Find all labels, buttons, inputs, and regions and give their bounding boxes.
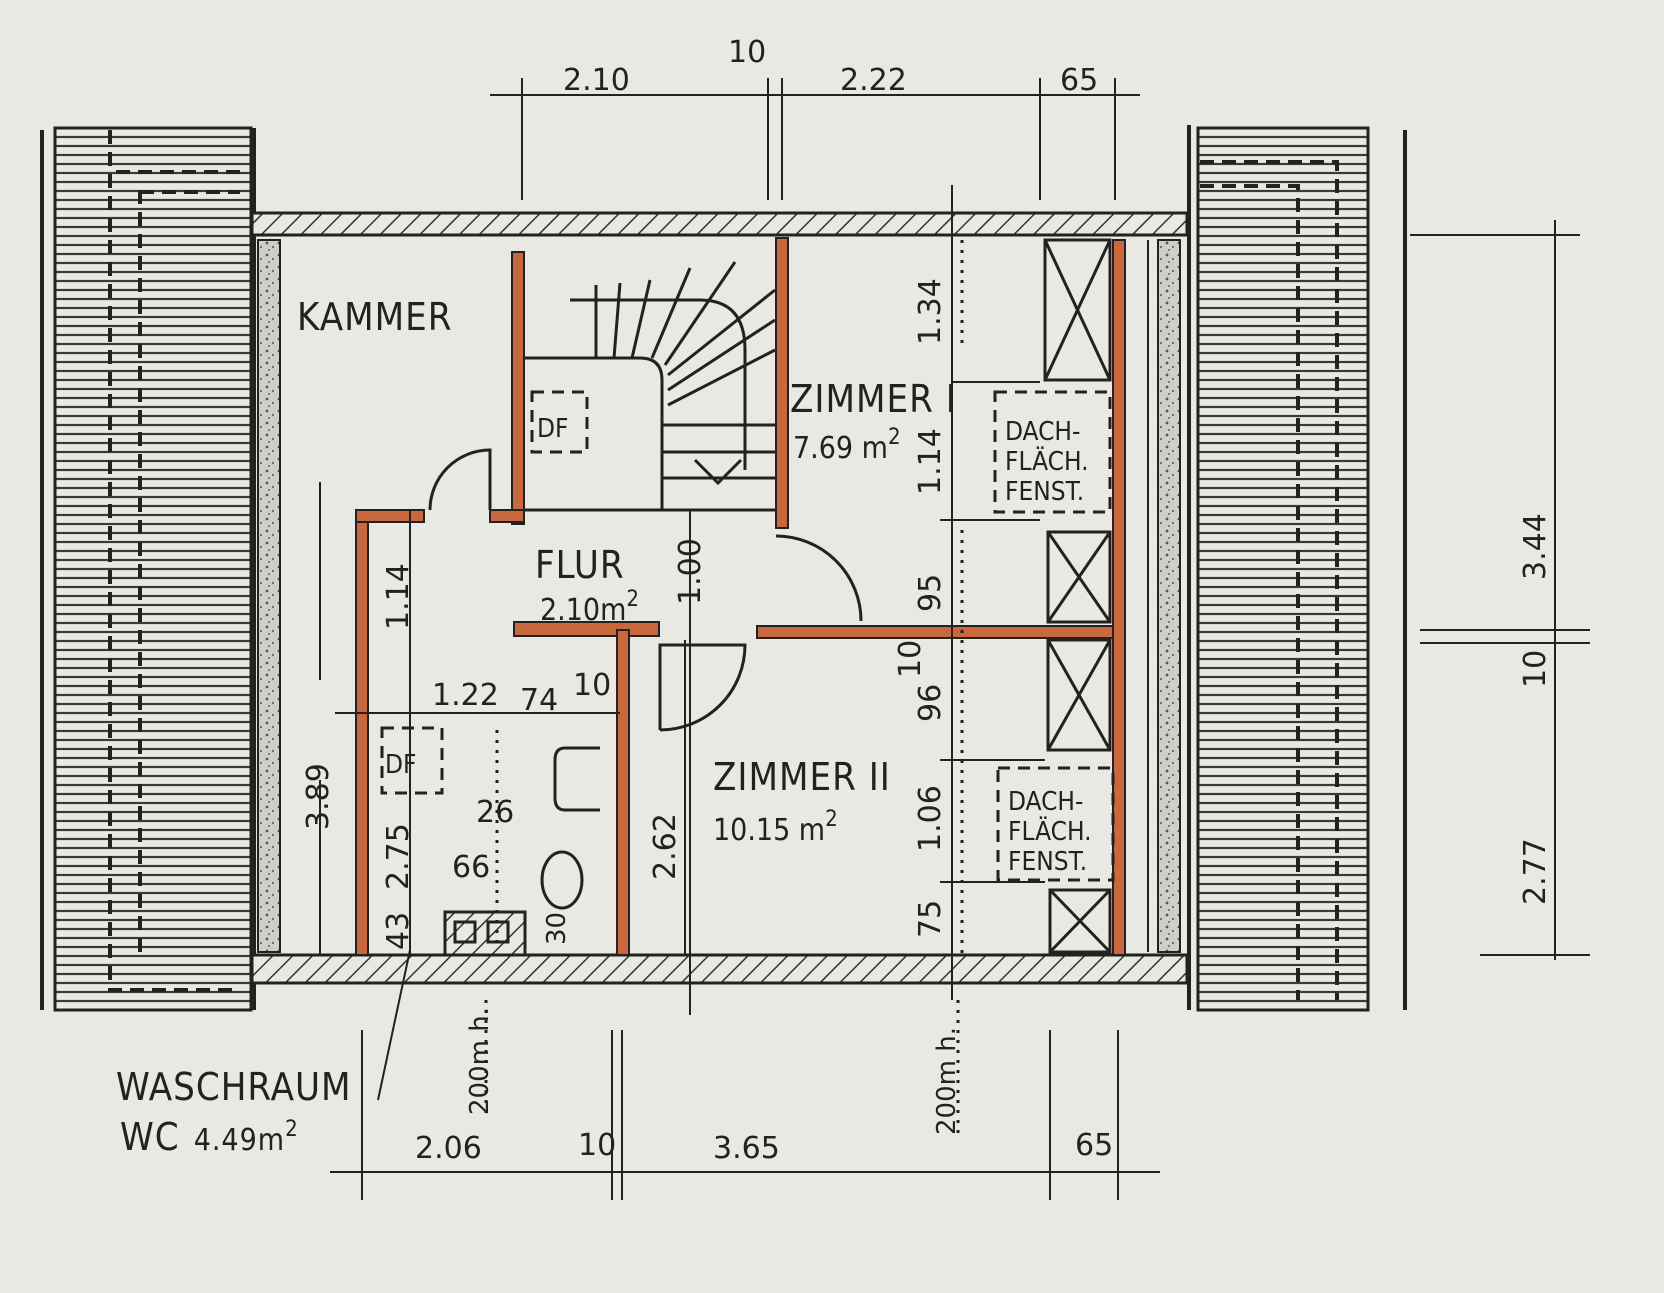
room-area-zimmer-1: 7.69 m2 — [793, 425, 901, 466]
dim-zcol-4: 10 — [893, 640, 928, 678]
dim-bottom-3: 3.65 — [713, 1131, 780, 1166]
dim-wc-fixture-2: 66 — [452, 850, 490, 885]
dim-right-2: 10 — [1518, 650, 1553, 688]
dim-zcol-7: 75 — [913, 900, 948, 938]
dim-zcol-3: 95 — [913, 574, 948, 612]
room-label-flur: FLUR — [535, 543, 625, 587]
dim-wc-left-1: 1.14 — [381, 563, 416, 630]
dim-zcol-5: 96 — [913, 684, 948, 722]
dim-wc-width-1: 1.22 — [432, 678, 499, 713]
room-label-kammer: KAMMER — [297, 295, 452, 339]
df-label-stair: DF — [537, 414, 568, 444]
dim-wc-left-2: 2.75 — [381, 823, 416, 890]
dim-wc-fixture-3: 30 — [542, 912, 572, 945]
roof-left — [40, 126, 256, 1012]
df-box-wc — [380, 726, 444, 795]
dim-top-4: 65 — [1060, 63, 1098, 98]
dim-right-1: 3.44 — [1518, 513, 1553, 580]
roof-windows — [1043, 238, 1112, 954]
doors — [428, 448, 863, 732]
dimension-lines — [319, 78, 1590, 1200]
dim-wc-width-2: 74 — [520, 683, 558, 718]
room-area-flur: 2.10m2 — [540, 587, 639, 628]
room-label-zimmer-2: ZIMMER II — [713, 755, 891, 799]
dim-wc-fixture-1: 26 — [476, 795, 514, 830]
df-label-2b: FLÄCH. — [1008, 815, 1092, 847]
dim-kammer-height: 3.89 — [301, 763, 336, 830]
df-label-1: DACH- — [1005, 417, 1080, 447]
dim-zimmer2-height: 2.62 — [648, 813, 683, 880]
roof-right — [1187, 125, 1407, 1012]
dim-top-2: 10 — [728, 35, 766, 70]
df-label-wc: DF — [385, 750, 416, 780]
dachfenster-box-2 — [996, 766, 1115, 882]
sink-icon — [553, 746, 600, 812]
room-label-waschraum: WASCHRAUM — [116, 1065, 352, 1109]
dim-right-3: 2.77 — [1518, 838, 1553, 905]
dim-zcol-6: 1.06 — [913, 785, 948, 852]
staircase — [524, 261, 776, 512]
room-label-zimmer-1: ZIMMER I — [790, 377, 957, 421]
df-label-2: DACH- — [1008, 787, 1083, 817]
exterior-walls — [250, 211, 1189, 985]
dachfenster-box-1 — [993, 390, 1112, 514]
dim-top-1: 2.10 — [563, 63, 630, 98]
dim-flur-door: 1.00 — [673, 538, 708, 605]
dim-zcol-1: 1.34 — [913, 278, 948, 345]
dim-zcol-2: 1.14 — [913, 428, 948, 495]
headroom-label-1: 200m h. — [465, 1007, 495, 1115]
partition-walls — [355, 237, 1126, 956]
toilet-icon — [540, 850, 584, 910]
wc-fixtures — [443, 746, 600, 957]
room-area-zimmer-2: 10.15 m2 — [713, 807, 838, 848]
df-label-1b: FLÄCH. — [1005, 445, 1089, 477]
dim-bottom-1: 2.06 — [415, 1131, 482, 1166]
dim-top-3: 2.22 — [840, 63, 907, 98]
headroom-label-2: 200m h. — [932, 1027, 962, 1135]
df-box-stair — [530, 390, 589, 454]
dim-bottom-4: 65 — [1075, 1128, 1113, 1163]
dim-wc-width-3: 10 — [573, 668, 611, 703]
dim-wc-left-3: 43 — [381, 912, 416, 950]
df-label-1c: FENST. — [1005, 477, 1084, 507]
dim-bottom-2: 10 — [578, 1128, 616, 1163]
df-label-2c: FENST. — [1008, 847, 1087, 877]
